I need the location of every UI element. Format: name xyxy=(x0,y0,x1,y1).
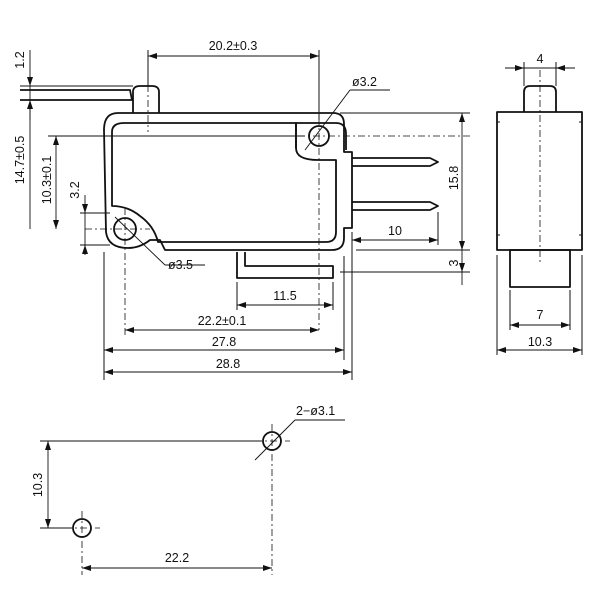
label-10-3-bottom: 10.3 xyxy=(31,473,45,497)
label-22-2: 22.2 xyxy=(165,551,189,565)
label-phi-3-5: ø3.5 xyxy=(168,258,193,272)
dimension-lines xyxy=(27,50,465,375)
side-plunger xyxy=(523,85,557,112)
terminal-common xyxy=(352,157,439,167)
label-3-2: 3.2 xyxy=(68,181,82,198)
switch-front-view xyxy=(20,85,439,279)
label-27-8: 27.8 xyxy=(212,335,236,349)
label-2-phi-3-1: 2−ø3.1 xyxy=(296,404,335,418)
label-3: 3 xyxy=(447,259,461,266)
switch-body-inner xyxy=(111,122,337,243)
label-phi-3-2: ø3.2 xyxy=(352,75,377,89)
label-10: 10 xyxy=(388,224,402,238)
label-11-5: 11.5 xyxy=(273,289,296,303)
label-14-7: 14.7±0.5 xyxy=(13,136,27,185)
label-7: 7 xyxy=(537,308,544,322)
plunger xyxy=(132,85,160,113)
side-terminal-block xyxy=(509,249,571,288)
side-body xyxy=(496,111,583,251)
label-20-2: 20.2±0.3 xyxy=(209,39,258,53)
label-28-8: 28.8 xyxy=(216,357,240,371)
mounting-hole-pattern xyxy=(40,419,345,575)
switch-body-outline xyxy=(103,112,353,251)
label-15-8: 15.8 xyxy=(447,166,461,190)
label-4: 4 xyxy=(537,52,544,66)
terminal-nc xyxy=(236,252,334,279)
upper-boss xyxy=(295,122,347,150)
center-lines xyxy=(85,58,541,335)
extension-lines xyxy=(20,50,470,380)
label-22-2-tol: 22.2±0.1 xyxy=(198,314,247,328)
terminal-no xyxy=(352,201,439,211)
label-10-3-side: 10.3 xyxy=(528,335,552,349)
switch-side-view xyxy=(496,62,583,355)
label-1-2: 1.2 xyxy=(13,51,27,68)
label-10-3-top: 10.3±0.1 xyxy=(40,156,54,205)
actuator-lever xyxy=(20,89,133,101)
dimension-labels: 20.2±0.3 ø3.2 1.2 14.7±0.5 10.3±0.1 3.2 … xyxy=(13,39,552,565)
